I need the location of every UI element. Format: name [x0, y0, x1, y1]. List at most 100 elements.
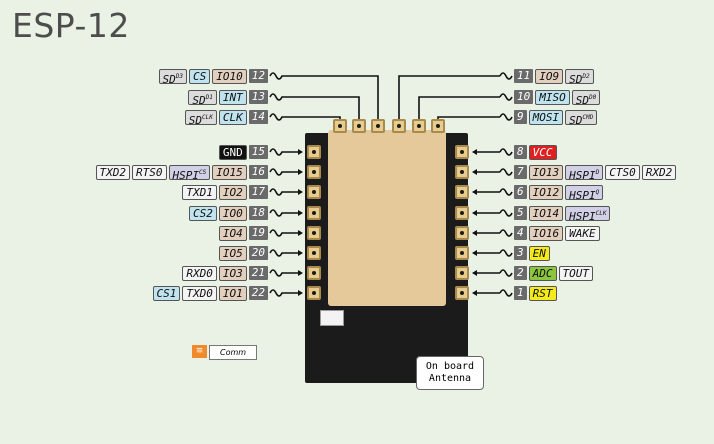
pin-label-txd0: TXD0 [182, 285, 217, 301]
comm-led [320, 310, 344, 326]
pin-number-9: 9 [514, 110, 527, 124]
pin-label-io13: IO13 [528, 164, 564, 180]
pin-label-text: SD [569, 113, 583, 127]
pin-label-text: IO15 [216, 165, 243, 179]
wire-arrow-3 [472, 250, 477, 256]
pin-label-text: SD [162, 72, 176, 86]
wire-arrow-1 [472, 290, 477, 296]
pin-label-text: IO12 [532, 185, 560, 199]
page-title: ESP-12 [12, 6, 130, 45]
pin-label-text: RTS0 [136, 165, 163, 179]
pin-label-sd-d2: SDD2 [565, 68, 594, 86]
pin-label-wake: WAKE [565, 225, 600, 241]
wire-pin-13 [269, 93, 360, 128]
pin-label-superscript: CMD [582, 113, 594, 121]
pin-label-io1: IO1 [218, 285, 247, 301]
pin-label-text: IO3 [222, 266, 243, 280]
pin-number-12: 12 [248, 69, 268, 83]
pin-label-cts0: CTS0 [605, 164, 640, 180]
pin-label-cs2: CS2 [189, 205, 217, 221]
pin-number-18: 18 [248, 206, 268, 220]
pin-label-text: TXD1 [186, 185, 213, 199]
wire-pin-7 [477, 168, 513, 176]
pin-label-text: GND [222, 145, 243, 159]
pad-pin-7 [455, 165, 469, 179]
pin-label-vcc: VCC [528, 144, 557, 160]
wire-arrow-20 [298, 250, 303, 256]
pin-label-text: IO1 [222, 286, 243, 300]
pin-label-text: CTS0 [609, 165, 636, 179]
pin-label-text: IO9 [539, 69, 560, 83]
pad-pin-20 [307, 246, 321, 260]
pin-number-20: 20 [248, 246, 268, 260]
pin-label-io16: IO16 [528, 225, 564, 241]
pin-label-text: SD [569, 72, 583, 86]
pin-number-21: 21 [248, 266, 268, 280]
pad-pin-16 [307, 165, 321, 179]
wire-arrow-4 [472, 230, 477, 236]
pad-top-1 [333, 119, 347, 133]
wire-pin-17 [269, 188, 298, 196]
pin-label-text: WAKE [569, 226, 596, 240]
pin-label-text: RXD2 [645, 165, 673, 179]
pin-label-hspi-d: HSPID [565, 164, 604, 182]
pin-label-txd1: TXD1 [182, 184, 217, 200]
pin-label-text: SD [575, 93, 589, 107]
wire-arrow-18 [298, 210, 303, 216]
pad-pin-6 [455, 185, 469, 199]
wire-pin-22 [269, 289, 298, 297]
pin-label-text: HSPI [569, 188, 596, 202]
wire-arrow-17 [298, 189, 303, 195]
pin-label-io3: IO3 [218, 265, 247, 281]
pad-pin-4 [455, 226, 469, 240]
wire-pin-2 [477, 269, 513, 277]
wire-pin-21 [269, 269, 298, 277]
comm-label: Comm [209, 345, 258, 360]
pin-label-gnd: GND [218, 144, 247, 160]
wire-pin-19 [269, 229, 298, 237]
pin-label-io5: IO5 [218, 245, 247, 261]
pin-number-17: 17 [248, 185, 268, 199]
metal-shield [328, 130, 446, 306]
pin-label-text: CS1 [156, 286, 177, 300]
pin-label-text: IO4 [222, 226, 243, 240]
pin-row-21: RXD0 IO3 21 [182, 265, 268, 281]
pin-label-text: EN [532, 246, 546, 260]
pad-pin-5 [455, 206, 469, 220]
pin-label-superscript: D0 [589, 93, 597, 101]
pin-label-clk: CLK [218, 109, 247, 125]
pin-number-5: 5 [514, 206, 527, 220]
pin-label-txd2: TXD2 [95, 164, 131, 180]
pin-label-rst: RST [528, 285, 557, 301]
pin-label-text: TOUT [562, 266, 590, 280]
pin-label-text: IO2 [222, 185, 243, 199]
pin-label-text: VCC [532, 145, 553, 159]
pin-label-text: CLK [222, 110, 243, 124]
pin-label-superscript: Q [595, 188, 600, 196]
pad-pin-2 [455, 266, 469, 280]
pin-label-text: RXD0 [186, 266, 213, 280]
pin-number-22: 22 [248, 286, 268, 300]
wire-pin-10 [418, 93, 513, 128]
pin-number-19: 19 [248, 226, 268, 240]
pin-label-adc: ADC [528, 265, 557, 281]
pin-label-text: IO16 [532, 226, 560, 240]
pin-label-text: IO5 [222, 246, 243, 260]
pin-label-text: ADC [532, 266, 553, 280]
pin-label-sd-d1: SDD1 [188, 89, 217, 107]
pin-label-superscript: D1 [205, 93, 213, 101]
pin-label-text: CS [193, 69, 207, 83]
wire-pin-12 [269, 72, 379, 128]
wire-pin-3 [477, 249, 513, 257]
wire-pin-15 [269, 148, 298, 156]
comm-led-icon: ≡ [192, 345, 207, 358]
pin-label-text: IO10 [216, 69, 243, 83]
